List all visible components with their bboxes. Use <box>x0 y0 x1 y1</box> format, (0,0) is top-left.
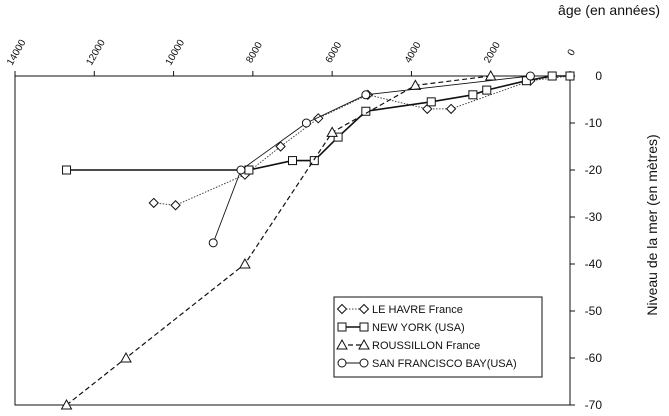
y-tick-label: -60 <box>585 351 603 365</box>
data-point-le-havre-france <box>170 200 181 211</box>
x-tick-label: 2000 <box>482 40 503 65</box>
data-point-new-york-usa <box>288 156 297 166</box>
data-point-san-francisco-bay-usa <box>525 71 535 81</box>
data-point-new-york-usa <box>309 156 319 166</box>
data-point-new-york-usa <box>547 71 557 81</box>
legend-marker <box>336 303 348 315</box>
data-point-le-havre-france <box>148 197 159 209</box>
series-line-roussillon-france <box>66 75 491 406</box>
data-point-roussillon-france <box>120 351 132 363</box>
data-point-san-francisco-bay-usa <box>301 118 311 128</box>
series-line-san-francisco-bay-usa <box>212 75 531 244</box>
data-point-new-york-usa <box>565 71 575 81</box>
legend-label: NEW YORK (USA) <box>372 322 465 334</box>
data-point-le-havre-france <box>275 141 286 152</box>
data-point-new-york-usa <box>482 85 492 95</box>
x-tick-label: 0 <box>566 47 579 58</box>
data-point-new-york-usa <box>468 90 478 100</box>
data-point-new-york-usa <box>426 97 436 107</box>
legend-label: LE HAVRE France <box>372 304 463 316</box>
legend-marker <box>336 338 348 350</box>
y-axis-title: Niveau de la mer (en mètres) <box>644 134 660 315</box>
legend-marker <box>337 322 347 332</box>
legend-marker <box>359 322 369 332</box>
legend-marker <box>337 358 347 368</box>
data-point-san-francisco-bay-usa <box>236 165 246 175</box>
legend-box <box>333 296 543 378</box>
x-tick-label: 6000 <box>324 40 345 65</box>
legend-marker <box>359 358 369 368</box>
legend-label: ROUSSILLON France <box>372 340 480 352</box>
data-point-roussillon-france <box>484 69 497 81</box>
x-tick-label: 14000 <box>5 38 29 68</box>
data-point-new-york-usa <box>62 165 72 175</box>
data-point-le-havre-france <box>422 103 433 115</box>
y-tick-label: -10 <box>585 116 603 130</box>
series-line-le-havre-france <box>153 75 571 206</box>
data-point-roussillon-france <box>326 126 338 137</box>
legend-label: SAN FRANCISCO BAY(USA) <box>372 358 517 370</box>
data-point-le-havre-france <box>445 103 457 115</box>
y-tick-label: -40 <box>585 257 603 271</box>
y-tick-label: -70 <box>585 398 603 412</box>
y-tick-label: 0 <box>595 69 602 83</box>
data-point-new-york-usa <box>333 132 343 142</box>
x-tick-label: 10000 <box>164 38 188 68</box>
y-tick-label: -50 <box>585 304 603 318</box>
data-point-san-francisco-bay-usa <box>208 238 218 248</box>
x-tick-label: 8000 <box>244 40 265 65</box>
x-axis-title: âge (en années) <box>558 2 660 18</box>
y-tick-label: -20 <box>585 163 603 177</box>
data-point-le-havre-france <box>313 113 324 124</box>
data-point-roussillon-france <box>60 398 73 410</box>
data-point-roussillon-france <box>239 257 251 269</box>
x-tick-label: 4000 <box>403 40 424 65</box>
legend-marker <box>358 303 370 315</box>
plot-frame <box>14 75 571 406</box>
data-point-san-francisco-bay-usa <box>361 90 371 100</box>
x-tick-label: 12000 <box>84 38 108 68</box>
legend-marker <box>358 338 370 350</box>
data-point-new-york-usa <box>244 165 254 175</box>
y-tick-label: -30 <box>585 210 603 224</box>
